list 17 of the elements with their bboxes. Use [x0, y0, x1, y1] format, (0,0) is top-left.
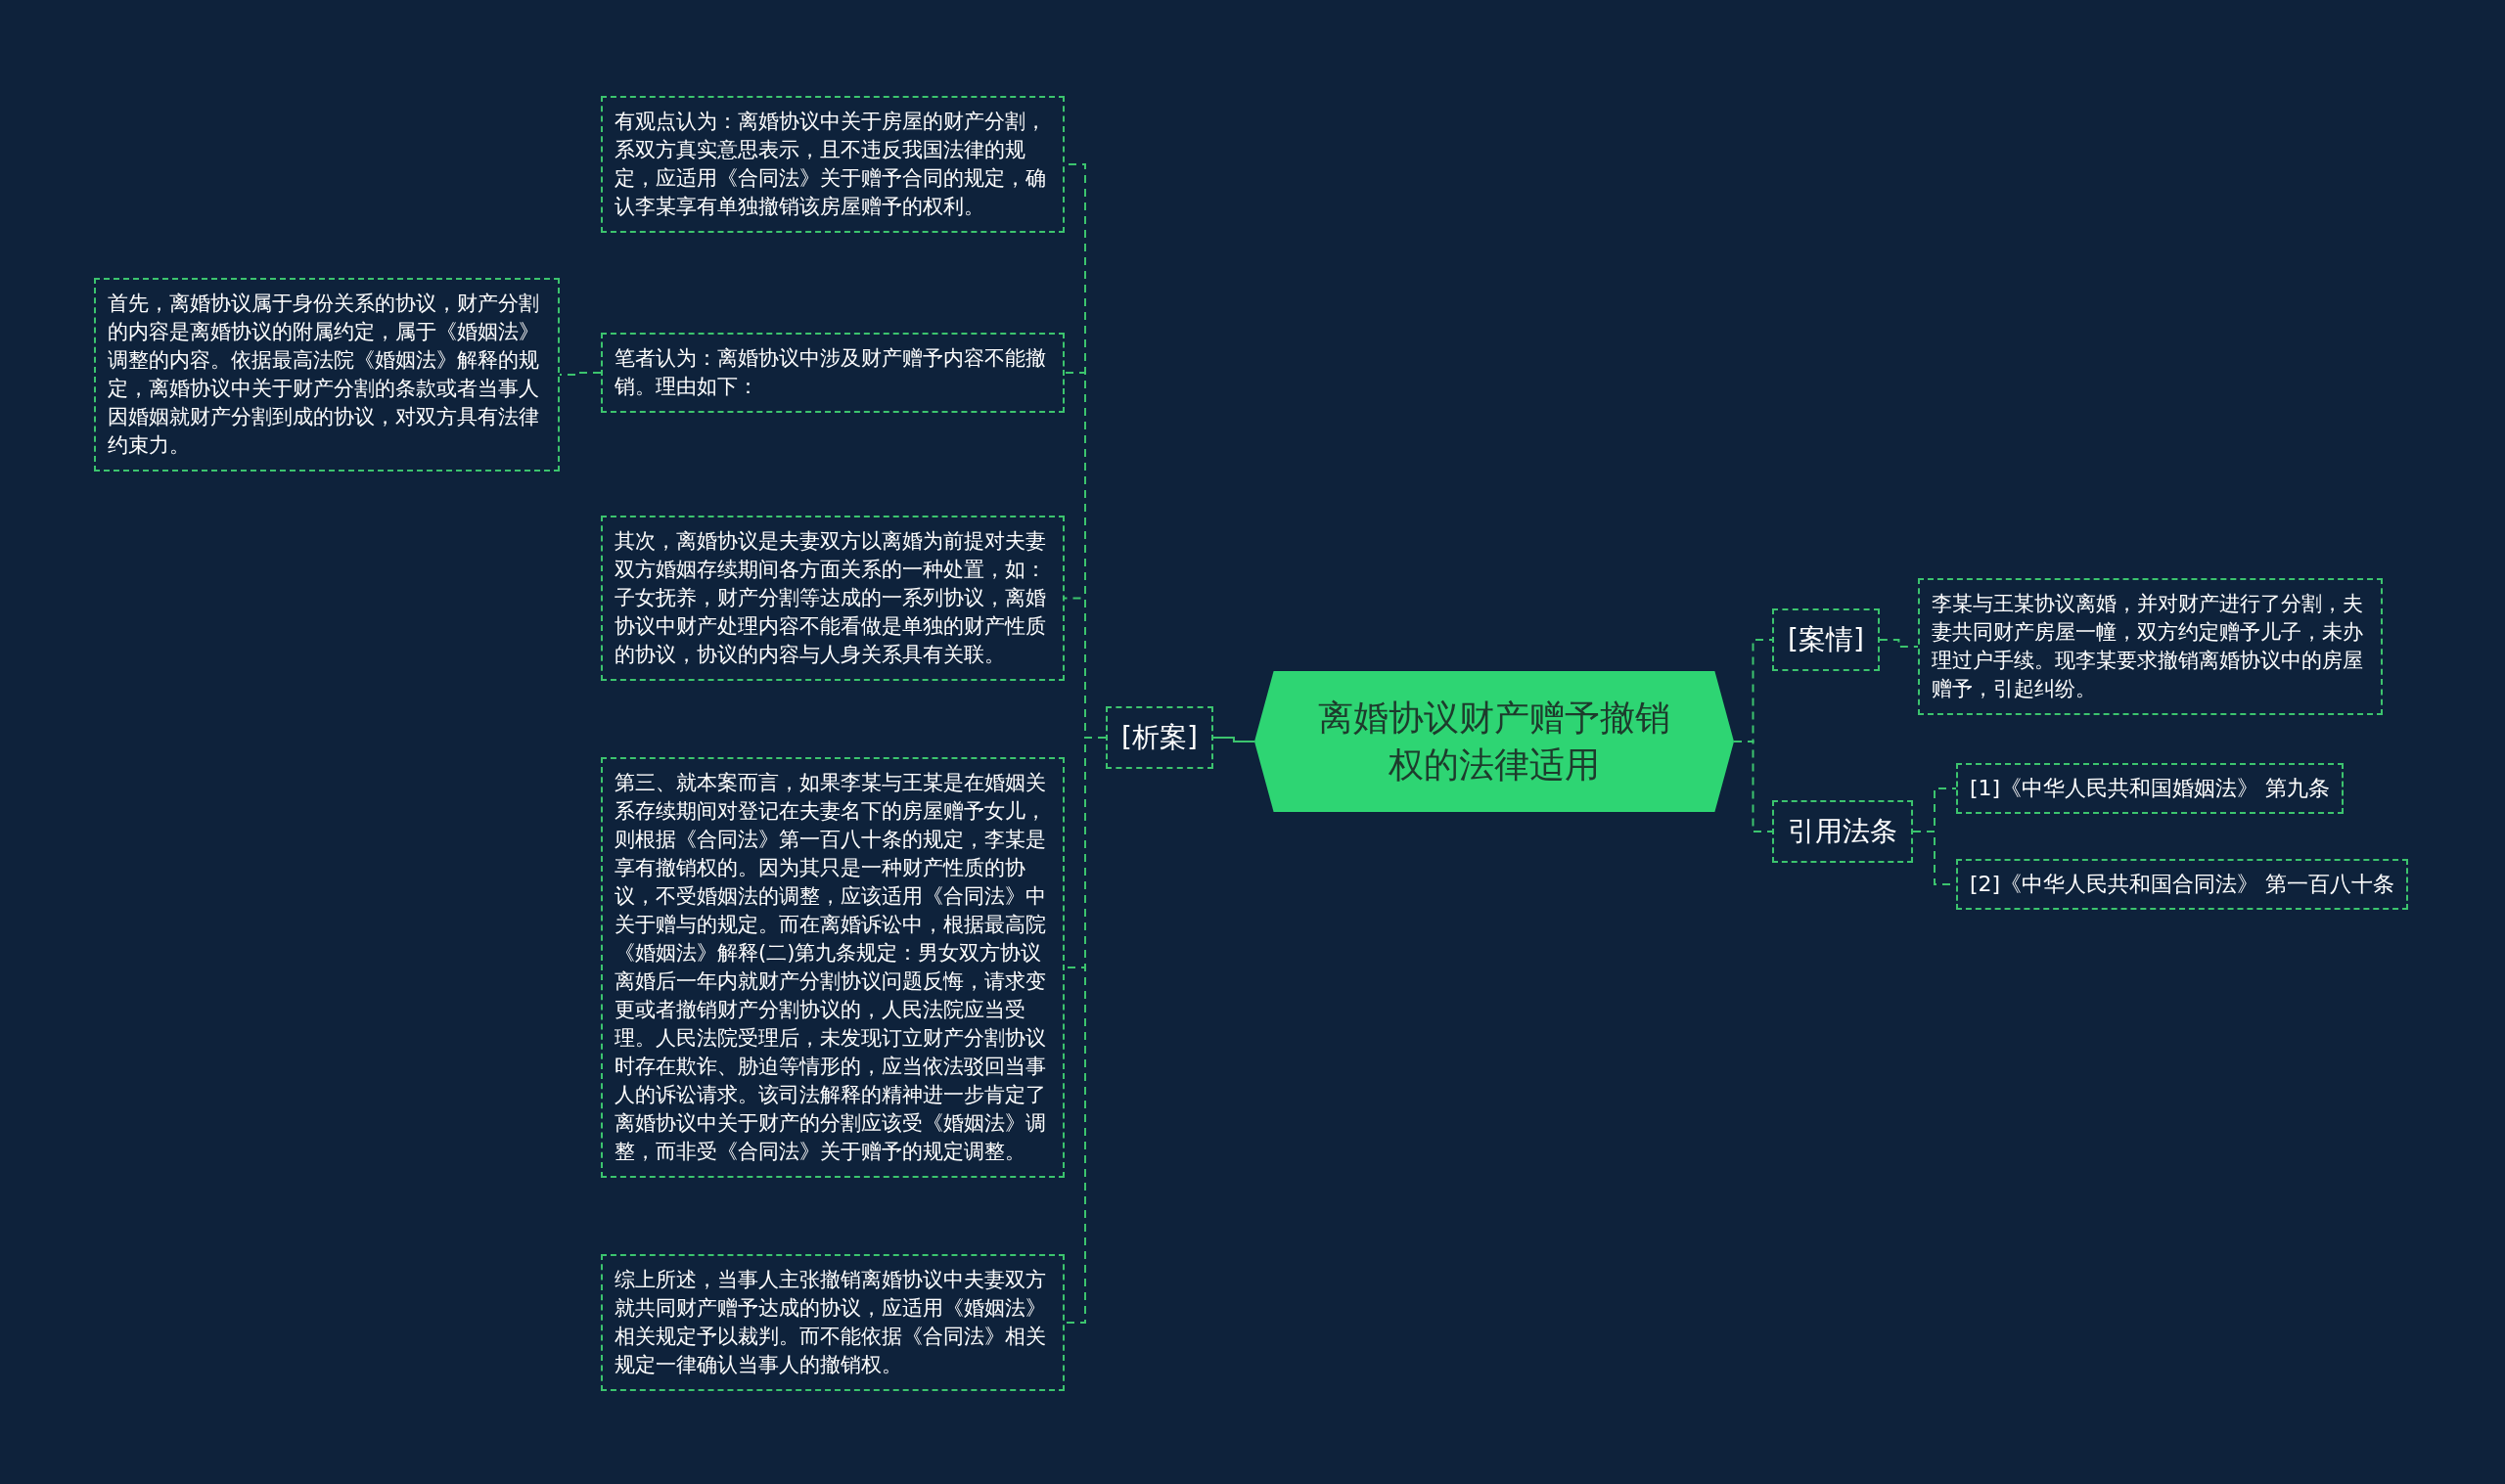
connector [559, 372, 602, 376]
reference-box: [2]《中华人民共和国合同法》 第一百八十条 [1956, 859, 2409, 910]
branch-label: [案情] [1772, 608, 1880, 671]
note-box: 李某与王某协议离婚，并对财产进行了分割，夫妻共同财产房屋一幢，双方约定赠予儿子，未办理过户手续。现李某要求撤销离婚协议中的房屋赠予，引起纠纷。 [1918, 578, 2383, 715]
note-box: 首先，离婚协议属于身份关系的协议，财产分割的内容是离婚协议的附属约定，属于《婚姻法》调整的内容。依据最高法院《婚姻法》解释的规定，离婚协议中关于财产分割的条款或者当事人因婚姻就财产分割到成的协议，对双方具有法律约束力。 [94, 278, 560, 472]
note-box: 有观点认为：离婚协议中关于房屋的财产分割，系双方真实意思表示，且不违反我国法律的规定，应适用《合同法》关于赠予合同的规定，确认李某享有单独撤销该房屋赠予的权利。 [601, 96, 1065, 233]
note-box: 笔者认为：离婚协议中涉及财产赠予内容不能撤销。理由如下： [601, 333, 1065, 413]
connector [1733, 741, 1773, 832]
central-topic: 离婚协议财产赠予撤销权的法律适用 [1254, 671, 1734, 812]
note-box: 第三、就本案而言，如果李某与王某是在婚姻关系存续期间对登记在夫妻名下的房屋赠予女儿，则根据《合同法》第一百八十条的规定，李某是享有撤销权的。因为其只是一种财产性质的协议，不受婚姻法的调整，应该适用《合同法》中关于赠与的规定。而在离婚诉讼中，根据最高院《婚姻法》解释(二)第九条规定：男女双方协议离婚后一年内就财产分割协议问题反悔，请求变更或者撤销财产分割协议的，人民法院应当受理。人民法院受理后，未发现订立财产分割协议时存在欺诈、胁迫等情形的，应当依法驳回当事人的诉讼请求。该司法解释的精神进一步肯定了离婚协议中关于财产的分割应该受《婚姻法》调整，而非受《合同法》关于赠予的规定调整。 [601, 757, 1065, 1178]
branch-label: [析案] [1106, 706, 1213, 769]
connector [1211, 737, 1255, 742]
reference-box: [1]《中华人民共和国婚姻法》 第九条 [1956, 763, 2345, 814]
note-box: 综上所述，当事人主张撤销离婚协议中夫妻双方就共同财产赠予达成的协议，应适用《婚姻法》相关规定予以裁判。而不能依据《合同法》相关规定一律确认当事人的撤销权。 [601, 1254, 1065, 1391]
connector [1878, 639, 1919, 648]
branch-label: 引用法条 [1772, 800, 1913, 863]
note-box: 其次，离婚协议是夫妻双方以离婚为前提对夫妻双方婚姻存续期间各方面关系的一种处置，如：子女抚养，财产分割等达成的一系列协议，离婚协议中财产处理内容不能看做是单独的财产性质的协议，协议的内容与人身关系具有关联。 [601, 516, 1065, 681]
